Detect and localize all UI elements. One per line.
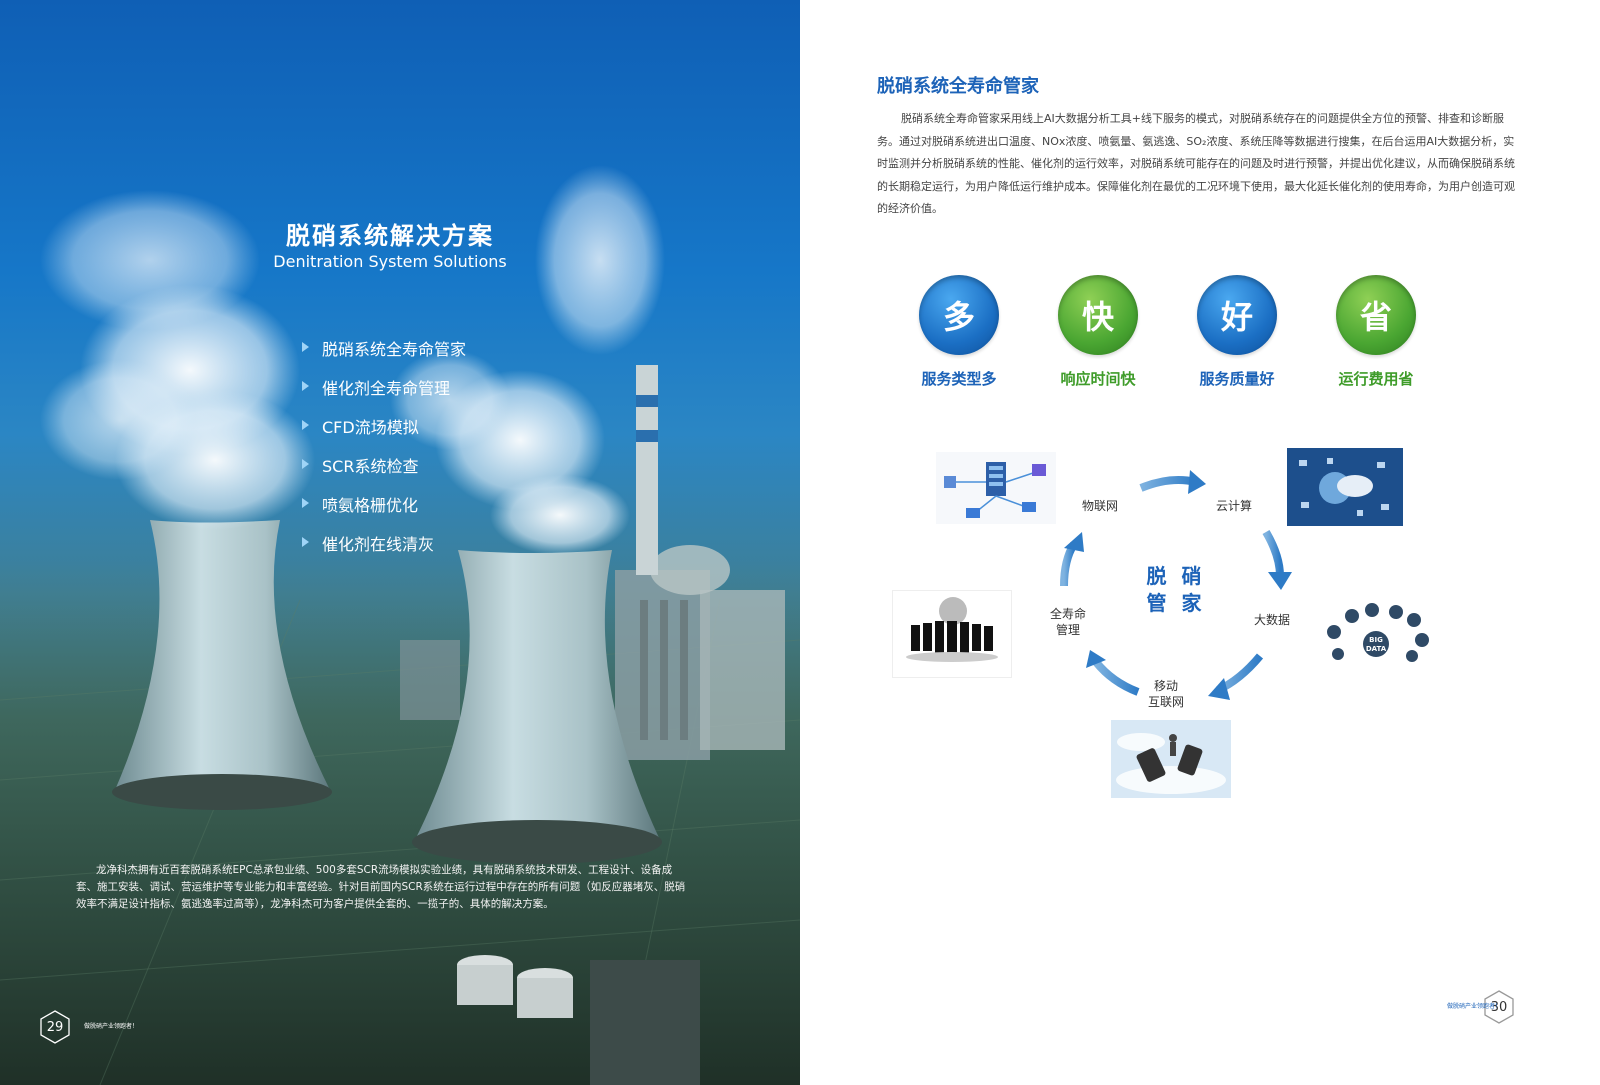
page-number-badge: 30 xyxy=(1482,990,1516,1024)
section-title: 脱硝系统全寿命管家 xyxy=(877,76,1039,97)
badge-label-variety: 服务类型多 xyxy=(921,370,997,388)
slogan: 做脱硝产业领跑者！ xyxy=(84,1023,139,1030)
arrow-cloud-to-bigdata xyxy=(1262,529,1292,590)
arrow-lifecycle-to-iot xyxy=(1060,532,1084,587)
power-plant-photo xyxy=(0,165,800,1085)
label-mobile: 移动 互联网 xyxy=(1148,679,1185,709)
triangle-bullet-icon xyxy=(302,420,309,430)
iot-image xyxy=(936,452,1056,524)
hexagon-icon xyxy=(40,1010,70,1044)
badge-quality: 好 xyxy=(1197,275,1277,355)
arrow-mobile-to-lifecycle xyxy=(1086,650,1140,696)
cycle-center-title: 脱 硝 管 家 xyxy=(1146,564,1206,615)
badge-label-fast: 响应时间快 xyxy=(1060,370,1136,388)
badge-label-quality: 服务质量好 xyxy=(1199,370,1275,388)
label-cloud: 云计算 xyxy=(1216,499,1253,513)
page-number-badge: 29 xyxy=(38,1010,72,1044)
menu-item-cfd-simulation[interactable]: CFD流场模拟 xyxy=(302,414,466,453)
triangle-bullet-icon xyxy=(302,498,309,508)
arrow-bigdata-to-mobile xyxy=(1208,653,1264,700)
menu-item-catalyst-management[interactable]: 催化剂全寿命管理 xyxy=(302,375,466,414)
section-body: 脱硝系统全寿命管家采用线上AI大数据分析工具+线下服务的模式，对脱硝系统存在的问… xyxy=(877,112,1515,215)
label-iot: 物联网 xyxy=(1082,499,1119,513)
badge-saving: 省 xyxy=(1336,275,1416,355)
solutions-menu: 脱硝系统全寿命管家 催化剂全寿命管理 CFD流场模拟 SCR系统检查 喷氨格栅优… xyxy=(302,336,466,570)
svg-text:BIG: BIG xyxy=(1369,636,1383,644)
business-people-image xyxy=(892,590,1012,678)
hexagon-icon xyxy=(1484,990,1514,1024)
arrow-iot-to-cloud xyxy=(1139,470,1206,494)
left-title: 脱硝系统解决方案 xyxy=(286,222,494,250)
label-bigdata: 大数据 xyxy=(1254,613,1291,627)
right-page: 脱硝系统全寿命管家 脱硝系统全寿命管家采用线上AI大数据分析工具+线下服务的模式… xyxy=(800,0,1600,1085)
triangle-bullet-icon xyxy=(302,459,309,469)
mobile-internet-image xyxy=(1111,720,1231,798)
menu-item-scr-inspection[interactable]: SCR系统检查 xyxy=(302,453,466,492)
badge-fast: 快 xyxy=(1058,275,1138,355)
slogan: 做脱硝产业领跑者！ xyxy=(1447,1003,1502,1010)
menu-item-online-cleaning[interactable]: 催化剂在线清灰 xyxy=(302,531,466,570)
big-data-image: BIG DATA xyxy=(1318,600,1434,664)
svg-text:DATA: DATA xyxy=(1366,645,1387,653)
triangle-bullet-icon xyxy=(302,537,309,547)
left-page: 脱硝系统解决方案 Denitration System Solutions 脱硝… xyxy=(0,0,800,1085)
left-paragraph: 龙净科杰拥有近百套脱硝系统EPC总承包业绩、500多套SCR流场模拟实验业绩，具… xyxy=(76,864,686,910)
cloud-computing-image xyxy=(1287,448,1403,526)
triangle-bullet-icon xyxy=(302,381,309,391)
menu-item-aig-optimization[interactable]: 喷氨格栅优化 xyxy=(302,492,466,531)
badge-variety: 多 xyxy=(919,275,999,355)
badge-label-saving: 运行费用省 xyxy=(1338,370,1414,388)
triangle-bullet-icon xyxy=(302,342,309,352)
left-subtitle: Denitration System Solutions xyxy=(273,252,507,271)
menu-item-lifecycle-manager[interactable]: 脱硝系统全寿命管家 xyxy=(302,336,466,375)
label-lifecycle: 全寿命 管理 xyxy=(1050,607,1087,637)
